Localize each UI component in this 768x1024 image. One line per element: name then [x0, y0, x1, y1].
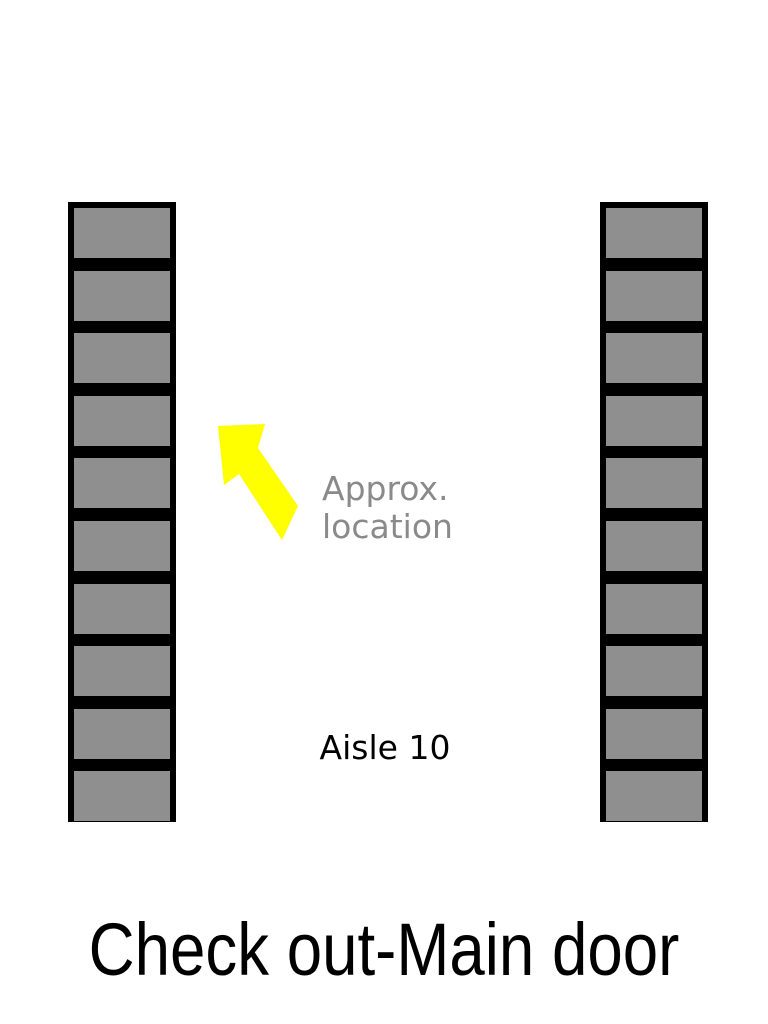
shelf-bin: [74, 646, 170, 697]
shelf-bin: [606, 583, 702, 634]
shelf-bin: [606, 771, 702, 822]
approx-location-label: Approx. location: [322, 470, 522, 546]
shelf-bin: [74, 395, 170, 446]
shelf-bin: [606, 270, 702, 321]
shelf-bin: [74, 270, 170, 321]
aisle-label: Aisle 10: [319, 728, 451, 767]
location-arrow: [218, 424, 298, 540]
shelf-right: [600, 202, 708, 822]
shelf-bin: [606, 208, 702, 258]
shelf-bin: [74, 208, 170, 258]
shelf-bin: [74, 771, 170, 822]
shelf-bin: [74, 458, 170, 509]
checkout-main-door-label: Check out-Main door: [88, 908, 680, 991]
shelf-bin: [74, 333, 170, 384]
approx-label-line1: Approx.: [322, 469, 449, 508]
shelf-bin: [74, 583, 170, 634]
shelf-bin: [606, 708, 702, 759]
shelf-bin: [74, 521, 170, 571]
arrow-up-left-icon: [218, 424, 298, 540]
shelf-bin: [606, 646, 702, 697]
shelf-bin: [74, 708, 170, 759]
shelf-bin: [606, 395, 702, 446]
shelf-bin: [606, 458, 702, 509]
shelf-bin: [606, 333, 702, 384]
approx-label-line2: location: [322, 507, 453, 546]
shelf-bin: [606, 521, 702, 571]
shelf-left: [68, 202, 176, 822]
